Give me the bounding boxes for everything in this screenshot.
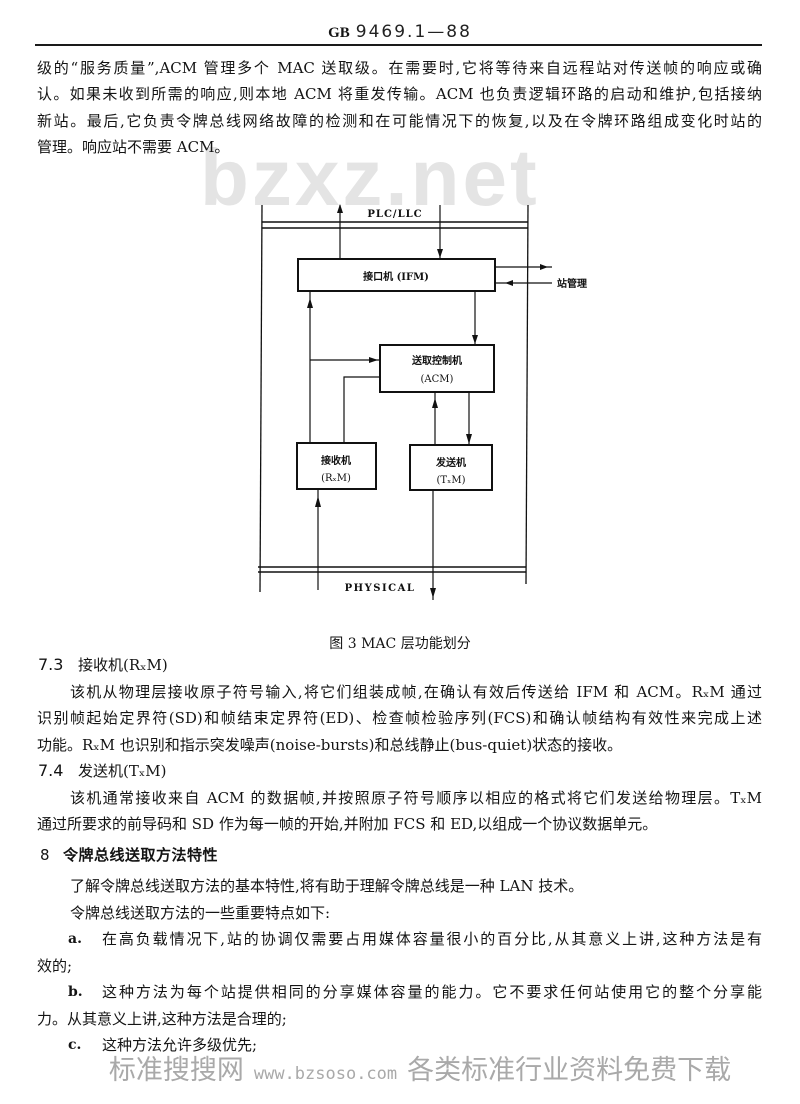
rxm-box	[296, 442, 377, 490]
section-title: 令牌总线送取方法特性	[63, 846, 219, 864]
text-line: 功能。RₓM 也识别和指示突发噪声(noise-bursts)和总线静止(bus…	[37, 736, 623, 754]
plc-llc-label: PLC/LLC	[367, 209, 422, 220]
acm-name-label: 送取控制机	[411, 354, 462, 367]
header-rule	[35, 44, 762, 46]
txm-box	[409, 444, 493, 491]
arrow-down-icon	[466, 434, 472, 444]
text-line: 这种方法允许多级优先;	[102, 1036, 258, 1054]
section-title: 发送机(TₓM)	[78, 762, 167, 780]
section-number: 8	[40, 846, 50, 864]
arrow-right-icon	[369, 357, 378, 363]
arrow-down-icon	[430, 588, 436, 598]
site-watermark: bzxz.net	[200, 133, 540, 222]
txm-abbr-label: (TₓM)	[437, 475, 466, 486]
list-item-label: c.	[68, 1037, 82, 1053]
section-number: 7.3	[38, 655, 64, 674]
arrow-down-icon	[437, 249, 443, 258]
text-line: 识别帧起始定界符(SD)和帧结束定界符(ED)、检查帧检验序列(FCS)和确认帧…	[37, 709, 762, 727]
arrow-down-icon	[472, 335, 478, 344]
arrow-up-icon	[315, 496, 321, 507]
list-item-label: b.	[68, 984, 83, 1000]
section-title: 接收机(RₓM)	[78, 656, 168, 674]
ifm-label: 接口机 (IFM)	[363, 270, 429, 283]
frame-left-line	[259, 204, 263, 593]
text-line: 通过所要求的前导码和 SD 作为每一帧的开始,并附加 FCS 和 ED,以组成一…	[37, 815, 658, 833]
arrow-up-icon	[337, 204, 343, 213]
standard-prefix: GB	[328, 25, 350, 41]
text-line: 这种方法为每个站提供相同的分享媒体容量的能力。它不要求任何站使用它的整个分享能	[102, 983, 762, 1001]
footer-watermark: 标准搜搜网 www.bzsoso.com 各类标准行业资料免费下载	[100, 1052, 740, 1090]
arrow-up-icon	[307, 298, 313, 308]
text-line: 力。从其意义上讲,这种方法是合理的;	[37, 1010, 287, 1028]
rxm-name-label: 接收机	[321, 454, 351, 467]
footer-url: www.bzsoso.com	[253, 1064, 398, 1084]
acm-box	[379, 344, 495, 393]
text-line: 令牌总线送取方法的一些重要特点如下:	[70, 904, 331, 922]
frame-right-line	[525, 204, 529, 585]
section-number: 7.4	[38, 761, 64, 780]
rxm-to-acm-line	[343, 376, 380, 443]
text-line: 在高负载情况下,站的协调仅需要占用媒体容量很小的百分比,从其意义上讲,这种方法是…	[102, 930, 762, 948]
text-line: 管理。响应站不需要 ACM。	[37, 138, 230, 156]
arrow-left-icon	[505, 280, 513, 286]
footer-slogan: 各类标准行业资料免费下载	[407, 1055, 732, 1086]
arrow-right-icon	[540, 264, 548, 270]
text-line: 级的“服务质量”,ACM 管理多个 MAC 送取级。在需要时,它将等待来自远程站…	[37, 59, 762, 77]
text-line: 了解令牌总线送取方法的基本特性,将有助于理解令牌总线是一种 LAN 技术。	[70, 877, 584, 895]
figure-caption: 图 3 MAC 层功能划分	[329, 636, 471, 652]
text-line: 认。如果未收到所需的响应,则本地 ACM 将重发传输。ACM 也负责逻辑环路的启…	[37, 85, 762, 103]
page-header: GB 9469.1—88	[300, 20, 500, 44]
text-line: 该机通常接收来自 ACM 的数据帧,并按照原子符号顺序以相应的格式将它们发送给物…	[70, 789, 762, 807]
acm-abbr-label: (ACM)	[421, 374, 454, 385]
footer-site-name: 标准搜搜网	[108, 1055, 244, 1086]
txm-name-label: 发送机	[435, 456, 466, 469]
list-item-label: a.	[68, 931, 82, 947]
ifm-box	[297, 258, 496, 292]
station-mgmt-label: 站管理	[557, 277, 587, 290]
rxm-abbr-label: (RₓM)	[321, 473, 351, 484]
standard-code: 9469.1—88	[355, 22, 472, 42]
text-line: 效的;	[37, 957, 73, 975]
arrow-up-icon	[432, 398, 438, 408]
text-line: 新站。最后,它负责令牌总线网络故障的检测和在可能情况下的恢复,以及在令牌环路组成…	[37, 112, 762, 130]
text-line: 该机从物理层接收原子符号输入,将它们组装成帧,在确认有效后传送给 IFM 和 A…	[70, 683, 762, 701]
physical-label: PHYSICAL	[345, 583, 416, 594]
